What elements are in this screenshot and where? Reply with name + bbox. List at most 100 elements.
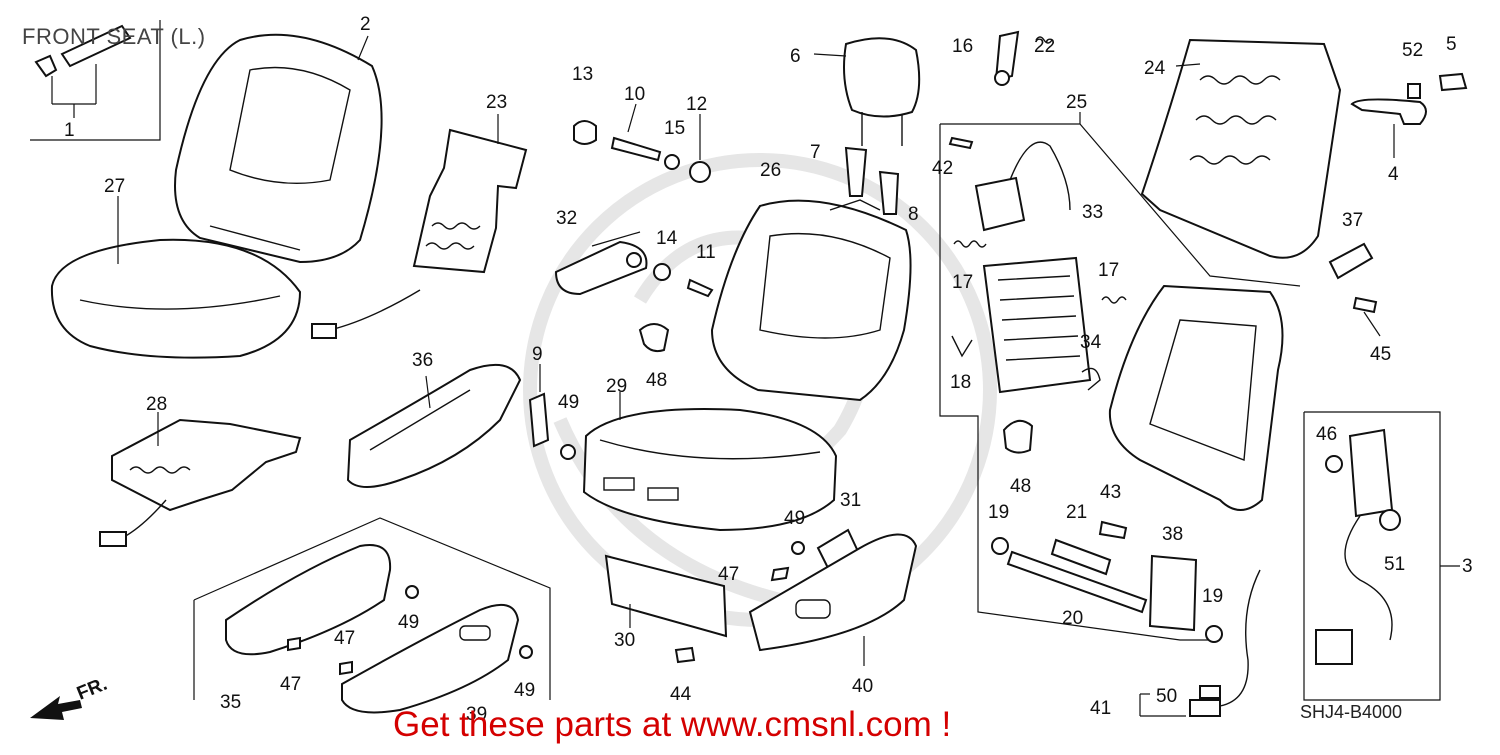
hardware-11-14: [653, 263, 714, 298]
part-2-seatback-cover: [174, 33, 383, 264]
parts-17-springs: [953, 240, 1127, 304]
callout: 16: [952, 36, 973, 57]
callout: 38: [1162, 524, 1183, 545]
callout: 32: [556, 208, 577, 229]
callout: 9: [532, 344, 543, 365]
callout: 29: [606, 376, 627, 397]
part-30-front-cover: [604, 554, 728, 638]
callout: 14: [656, 228, 678, 249]
callout: 10: [624, 84, 645, 105]
callout: 33: [1082, 202, 1103, 223]
callout: 49: [398, 612, 419, 633]
diagram-title: FRONT SEAT (L.): [22, 24, 206, 49]
callout: 17: [952, 272, 973, 293]
callout: 24: [1144, 58, 1166, 79]
fasteners-47-49: [287, 444, 805, 676]
hardware-10-12-13-15: [573, 103, 711, 183]
callout: 35: [220, 692, 241, 713]
part-36-side-cover: [346, 363, 522, 488]
callout: 48: [1010, 476, 1031, 497]
callout: 2: [360, 14, 371, 35]
parts-16-22: [994, 30, 1053, 86]
part-9-bracket: [528, 364, 550, 448]
callout: 39: [466, 704, 487, 725]
part-1-clips: [30, 20, 161, 141]
callout: 15: [664, 118, 685, 139]
callout: 19: [988, 502, 1009, 523]
part-24-frame: [1140, 38, 1342, 259]
callout: 18: [950, 372, 971, 393]
part-27-cushion-cover: [50, 196, 302, 359]
callout: 47: [280, 674, 301, 695]
callout: 17: [1098, 260, 1119, 281]
parts-20-21-rods: [1006, 538, 1148, 614]
callout: 8: [908, 204, 919, 225]
callout: 48: [646, 370, 667, 391]
callout: 12: [686, 94, 707, 115]
callout: 6: [790, 46, 801, 67]
callout: 3: [1462, 556, 1473, 577]
callout: 47: [718, 564, 739, 585]
part-48-clip: [638, 323, 670, 353]
parts-19-38-43: [991, 520, 1223, 643]
callout: 27: [104, 176, 125, 197]
callout: 44: [670, 684, 692, 705]
part-33-lumbar-unit: [974, 141, 1092, 394]
callout: 31: [840, 490, 861, 511]
part-35-inner-cover: [193, 517, 551, 700]
callout: 49: [514, 680, 535, 701]
diagram-code: SHJ4-B4000: [1300, 702, 1403, 722]
callout: 26: [760, 160, 781, 181]
callout: 7: [810, 142, 821, 163]
callout: 40: [852, 676, 873, 697]
parts-18-34-hooks: [951, 335, 1101, 391]
part-32-recline-knob: [554, 231, 648, 296]
callout: 28: [146, 394, 167, 415]
callout-numbers: 1 2 3 4 5 6 7 8 9 10 11 12 13 14 15 16 1…: [64, 14, 1473, 725]
callout: 5: [1446, 34, 1457, 55]
part-40-outer-cover: [748, 533, 918, 666]
part-42-screw: [948, 136, 974, 150]
parts-41-50-harness: [1139, 569, 1261, 717]
part-3-switch-assembly: [1303, 411, 1460, 701]
callout: 21: [1066, 502, 1087, 523]
callout: 19: [1202, 586, 1223, 607]
callout: 46: [1316, 424, 1337, 445]
part-28-heater-pad: [99, 412, 302, 547]
callout: 37: [1342, 210, 1363, 231]
callout: 49: [784, 508, 805, 529]
callout: 30: [614, 630, 635, 651]
callout: 23: [486, 92, 507, 113]
callout: 11: [696, 242, 716, 263]
part-6-headrest: [813, 37, 921, 146]
callout: 20: [1062, 608, 1083, 629]
callout: 25: [1066, 92, 1087, 113]
part-23-heater-pad: [311, 114, 528, 339]
callout: 13: [572, 64, 593, 85]
callout: 47: [334, 628, 355, 649]
callout: 36: [412, 350, 433, 371]
part-25-lower-frame: [1108, 284, 1284, 511]
part-29-cushion-pad: [582, 392, 838, 532]
callout: 52: [1402, 40, 1423, 61]
assembly-box-25: [939, 112, 1301, 641]
callout: 50: [1156, 686, 1177, 707]
callout: 42: [932, 158, 953, 179]
callout: 45: [1370, 344, 1391, 365]
parts-37-45: [1328, 242, 1381, 337]
callout: 4: [1388, 164, 1399, 185]
callout: 41: [1090, 698, 1111, 719]
part-39-cover: [341, 603, 520, 714]
footer-promo-link[interactable]: Get these parts at www.cmsnl.com !: [393, 705, 952, 744]
callout: 49: [558, 392, 579, 413]
parts-4-5-52: [1350, 72, 1468, 158]
callout: 43: [1100, 482, 1121, 503]
callout: 51: [1384, 554, 1405, 575]
part-48-clip-right: [1002, 419, 1034, 454]
direction-label: FR.: [74, 674, 110, 705]
parts-7-8-guides: [844, 146, 900, 215]
callout: 1: [64, 120, 75, 141]
part-44-screw: [674, 646, 696, 664]
